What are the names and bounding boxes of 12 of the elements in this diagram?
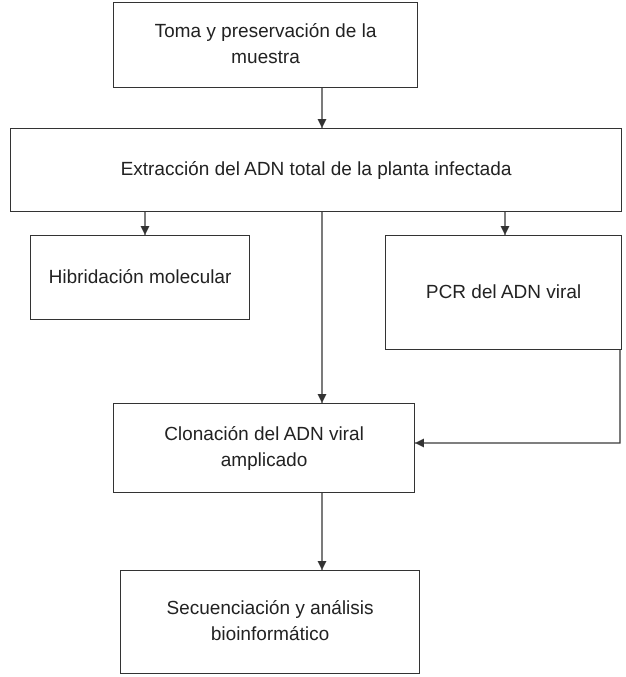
process-box: Toma y preservación de la muestra [113,2,418,88]
arrow [140,212,150,235]
arrow [500,212,510,235]
arrow [318,88,326,128]
process-box: Hibridación molecular [30,235,250,320]
process-box: PCR del ADN viral [385,235,622,350]
process-box: Secuenciación y análisis bioinformático [120,570,420,674]
arrow [318,493,326,570]
process-box: Clonación del ADN viral amplicado [113,403,415,493]
arrow [318,212,326,403]
process-box: Extracción del ADN total de la planta infectada [10,128,622,212]
arrow [415,350,621,448]
